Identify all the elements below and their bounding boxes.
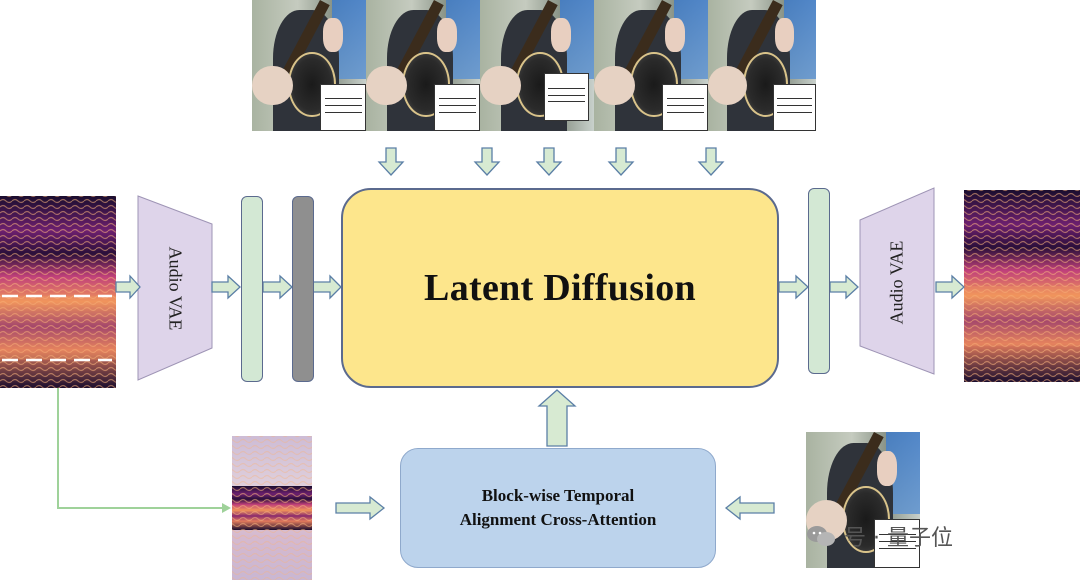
- watermark-text: 号 · 量子位: [844, 526, 953, 551]
- cross-attention-block: Block-wise Temporal Alignment Cross-Atte…: [400, 448, 716, 568]
- block-arrow-icon: [377, 147, 405, 176]
- encoder-vae-label: Audio VAE: [165, 246, 186, 330]
- encoder-vae-shape: [137, 195, 213, 381]
- block-arrow-icon: [312, 274, 342, 300]
- block-arrow-icon: [778, 274, 809, 300]
- wechat-icon: [807, 526, 835, 546]
- encoded-latent-bar: [241, 196, 263, 382]
- video-frame: [708, 0, 816, 131]
- cross-attention-label-line1: Block-wise Temporal: [481, 486, 635, 505]
- block-arrow-icon: [535, 147, 563, 176]
- video-down-arrows: [377, 147, 725, 176]
- latent-diffusion-label: Latent Diffusion: [424, 267, 696, 309]
- cross-attention-label-line2: Alignment Cross-Attention: [459, 510, 657, 529]
- noisy-latent-bar: [292, 196, 314, 382]
- denoised-latent-bar: [808, 188, 830, 374]
- video-frame: [366, 0, 480, 131]
- block-arrow-icon: [607, 147, 635, 176]
- block-arrow-icon: [724, 495, 775, 521]
- video-frame: [594, 0, 708, 131]
- decoder-vae: Audio VAE: [847, 240, 947, 324]
- conditioning-video-frame: [806, 432, 920, 568]
- block-arrow-icon: [697, 147, 725, 176]
- block-arrow-icon: [262, 274, 293, 300]
- block-arrow-icon: [537, 389, 577, 447]
- input-spectrogram: [0, 196, 116, 388]
- block-arrow-icon: [211, 274, 241, 300]
- video-frame: [252, 0, 366, 131]
- horizontal-arrows: [115, 274, 965, 521]
- block-arrow-icon: [829, 274, 859, 300]
- conditioning-spectrogram: [232, 436, 312, 580]
- block-arrow-icon: [335, 495, 386, 521]
- watermark: 号 · 量子位: [806, 518, 953, 554]
- encoder-vae: Audio VAE: [125, 246, 225, 330]
- block-arrow-icon: [115, 274, 141, 300]
- output-spectrogram: [964, 190, 1080, 382]
- decoder-vae-shape: [859, 187, 935, 375]
- block-arrow-icon: [935, 274, 965, 300]
- latent-diffusion-block: Latent Diffusion: [341, 188, 779, 388]
- decoder-vae-label: Audio VAE: [886, 240, 907, 324]
- video-frame: [480, 0, 594, 131]
- block-arrow-icon: [473, 147, 501, 176]
- skip-connection-line: [57, 388, 231, 513]
